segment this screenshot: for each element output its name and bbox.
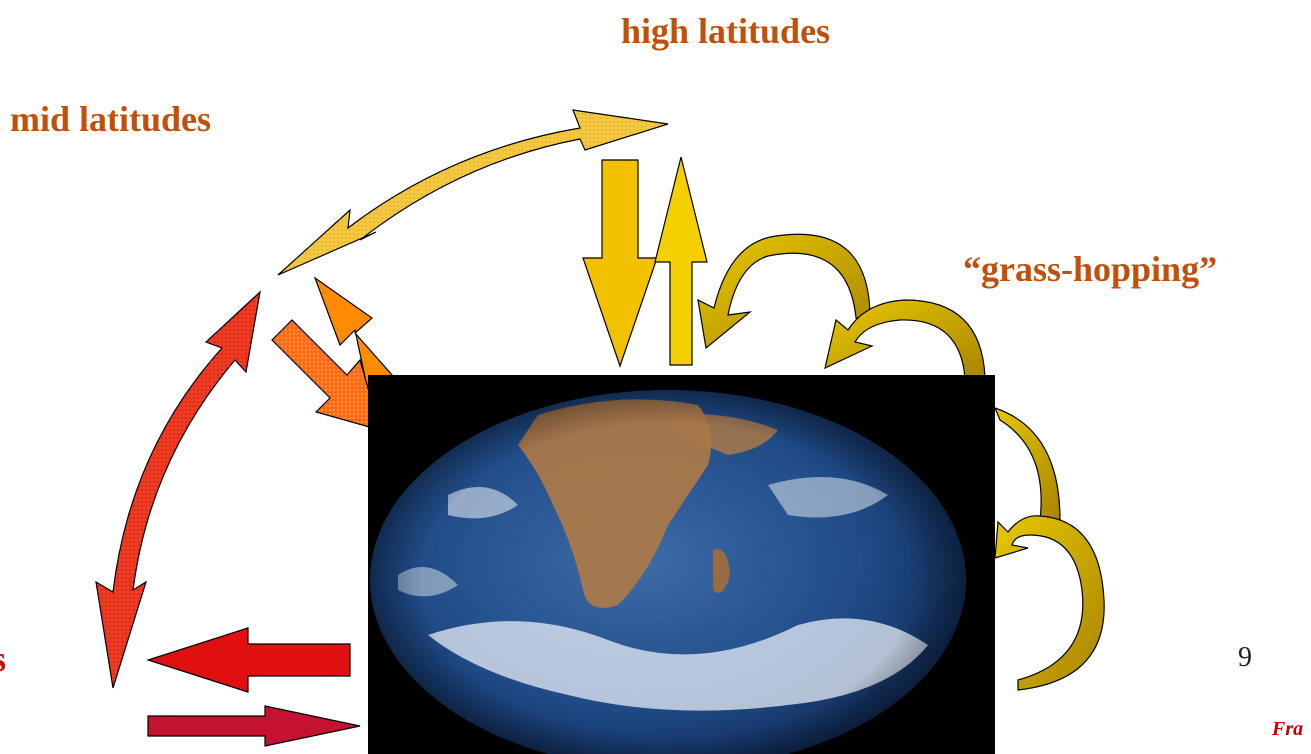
grass-hopping-label: “grass-hopping” xyxy=(963,249,1218,289)
grasshop-arrow-1 xyxy=(697,233,871,350)
tropics-label: s xyxy=(0,638,6,680)
high-down-arrow xyxy=(582,159,658,368)
tropics-right-arrow xyxy=(147,705,361,747)
high-up-arrow xyxy=(654,156,708,366)
grasshop-arrow-3 xyxy=(993,407,1061,521)
page-number: 9 xyxy=(1238,642,1252,673)
mid-high-curved-arrow xyxy=(277,109,669,276)
mid-down-arrow xyxy=(271,319,381,431)
grasshop-arrow-2 xyxy=(824,299,986,379)
tropics-mid-curved-arrow xyxy=(95,290,261,689)
grasshop-arrow-4 xyxy=(994,515,1105,691)
tropics-left-arrow xyxy=(146,627,351,693)
credit-text: Fra xyxy=(1272,718,1304,740)
earth-globe-icon xyxy=(370,390,966,754)
high-latitudes-label: high latitudes xyxy=(621,11,831,51)
earth-photo xyxy=(368,375,995,754)
mid-latitudes-label: mid latitudes xyxy=(10,99,212,139)
